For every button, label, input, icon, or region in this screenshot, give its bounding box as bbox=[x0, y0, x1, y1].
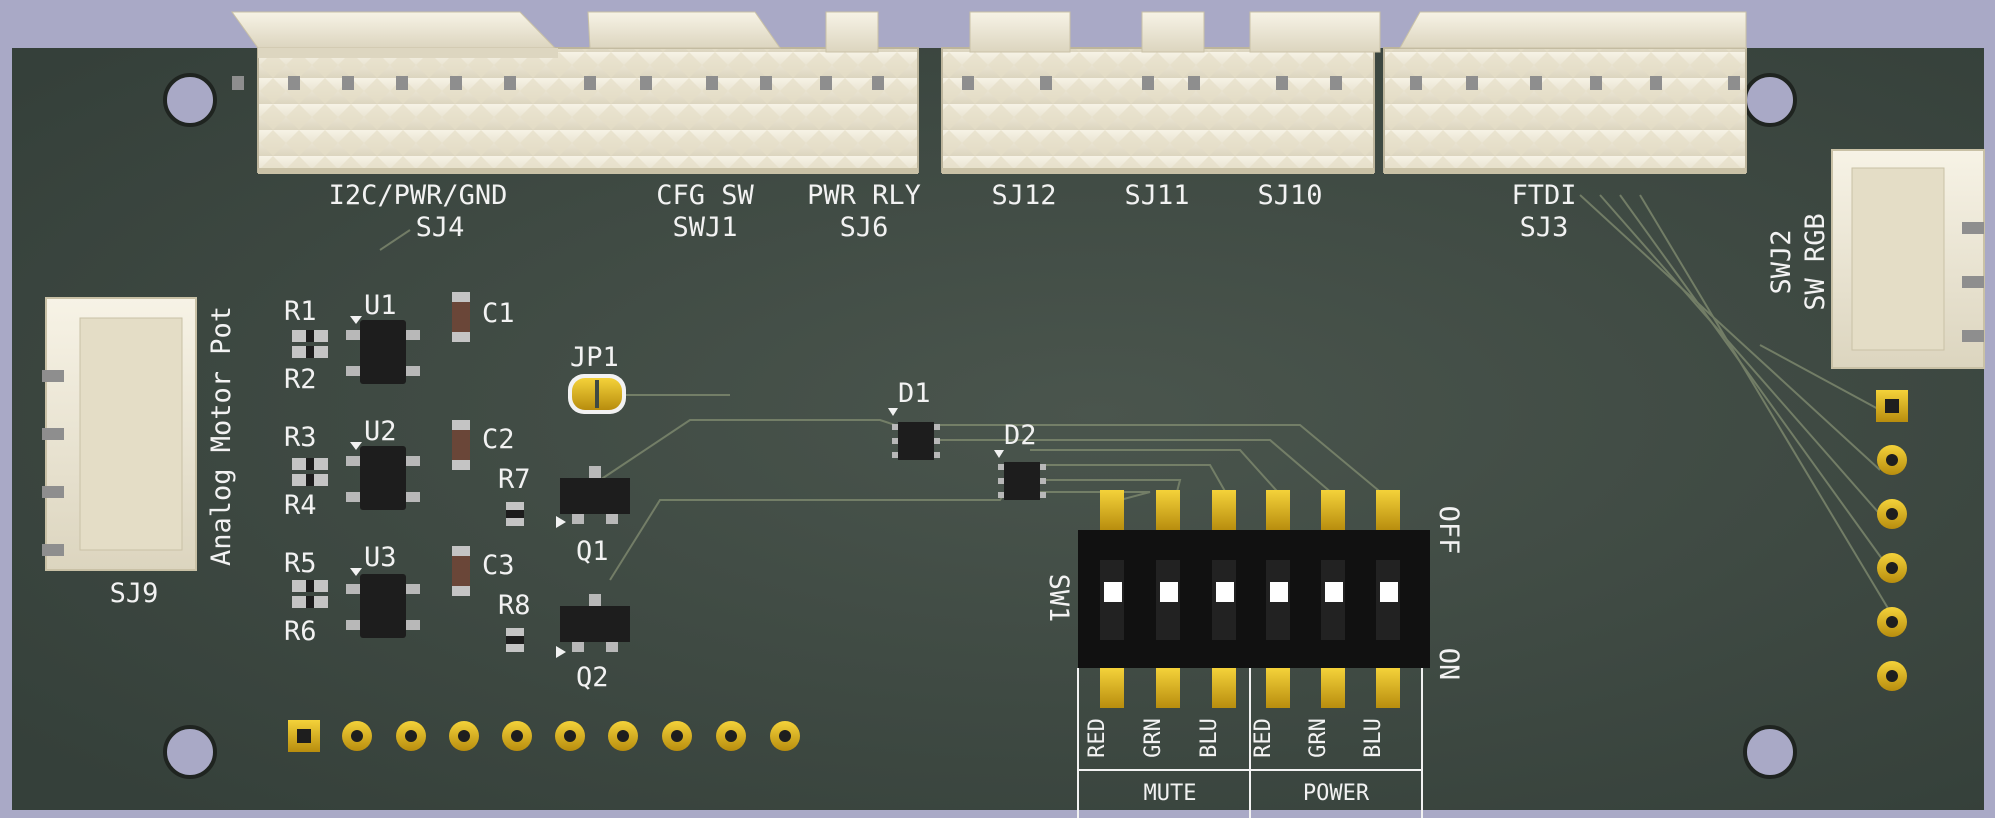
u3-pin1-marker bbox=[350, 568, 362, 576]
channel-label-1: RED bbox=[1085, 718, 1110, 758]
u2-pin1-marker bbox=[350, 442, 362, 450]
r8-label: R8 bbox=[498, 590, 531, 621]
sj9-function-label: Analog Motor Pot bbox=[206, 306, 237, 566]
r6-label: R6 bbox=[284, 616, 317, 647]
capacitor-parts bbox=[452, 292, 470, 596]
swj2-function-label: SW RGB bbox=[1800, 213, 1831, 311]
sj6-ref-label: SJ6 bbox=[840, 212, 889, 243]
sj3-ref-label: SJ3 bbox=[1520, 212, 1569, 243]
sj6-function-label: PWR RLY bbox=[807, 180, 921, 211]
sj10-ref-label: SJ10 bbox=[1257, 180, 1322, 211]
jumper-part bbox=[568, 374, 626, 414]
right-header bbox=[1876, 390, 1908, 691]
ic-parts bbox=[346, 320, 420, 638]
c1-label: C1 bbox=[482, 298, 515, 329]
mounting-hole bbox=[1743, 725, 1797, 779]
c3-label: C3 bbox=[482, 550, 515, 581]
r4-label: R4 bbox=[284, 490, 317, 521]
q2-label: Q2 bbox=[576, 662, 609, 693]
mounting-holes bbox=[163, 73, 1797, 779]
r5-label: R5 bbox=[284, 548, 317, 579]
resistor-parts bbox=[292, 330, 524, 652]
top-connector-middle-block bbox=[941, 11, 1381, 174]
u1-label: U1 bbox=[364, 290, 397, 321]
dip-switch bbox=[1078, 490, 1430, 708]
swj2-ref-label: SWJ2 bbox=[1766, 229, 1797, 294]
sj9-ref-label: SJ9 bbox=[110, 578, 159, 609]
r3-label: R3 bbox=[284, 422, 317, 453]
sj4-ref-label: SJ4 bbox=[416, 212, 465, 243]
connector-pins bbox=[232, 76, 1740, 90]
r7-label: R7 bbox=[498, 464, 531, 495]
channel-label-4: RED bbox=[1251, 718, 1276, 758]
switch-group-frame bbox=[1077, 668, 1423, 818]
channel-label-2: GRN bbox=[1141, 718, 1166, 758]
mounting-hole bbox=[163, 725, 217, 779]
jp1-label: JP1 bbox=[570, 342, 619, 373]
c2-label: C2 bbox=[482, 424, 515, 455]
q1-label: Q1 bbox=[576, 536, 609, 567]
u3-label: U3 bbox=[364, 542, 397, 573]
right-connector bbox=[1831, 149, 1985, 369]
diode-parts bbox=[888, 408, 1046, 500]
r2-label: R2 bbox=[284, 364, 317, 395]
sw1-ref-label: SW1 bbox=[1043, 574, 1074, 623]
sw1-on-label: ON bbox=[1433, 648, 1464, 681]
sj4-function-label: I2C/PWR/GND bbox=[329, 180, 508, 211]
d1-label: D1 bbox=[898, 378, 931, 409]
channel-label-3: BLU bbox=[1197, 718, 1222, 758]
r1-label: R1 bbox=[284, 296, 317, 327]
swj1-ref-label: SWJ1 bbox=[672, 212, 737, 243]
d2-label: D2 bbox=[1004, 420, 1037, 451]
mounting-hole bbox=[163, 73, 217, 127]
sj11-ref-label: SJ11 bbox=[1124, 180, 1189, 211]
channel-label-5: GRN bbox=[1306, 718, 1331, 758]
sw1-off-label: OFF bbox=[1433, 506, 1464, 555]
u1-pin1-marker bbox=[350, 316, 362, 324]
group-label-mute: MUTE bbox=[1144, 781, 1197, 806]
top-connector-right-block bbox=[1383, 11, 1747, 174]
pcb-board bbox=[12, 48, 1984, 810]
left-connector bbox=[42, 297, 197, 571]
bottom-header bbox=[288, 720, 800, 752]
sj12-ref-label: SJ12 bbox=[991, 180, 1056, 211]
channel-label-6: BLU bbox=[1361, 718, 1386, 758]
u2-label: U2 bbox=[364, 416, 397, 447]
swj1-function-label: CFG SW bbox=[656, 180, 754, 211]
transistor-parts bbox=[556, 466, 630, 658]
top-connector-left-block bbox=[231, 11, 919, 174]
mounting-hole bbox=[1743, 73, 1797, 127]
sj3-function-label: FTDI bbox=[1511, 180, 1576, 211]
group-label-power: POWER bbox=[1303, 781, 1370, 806]
